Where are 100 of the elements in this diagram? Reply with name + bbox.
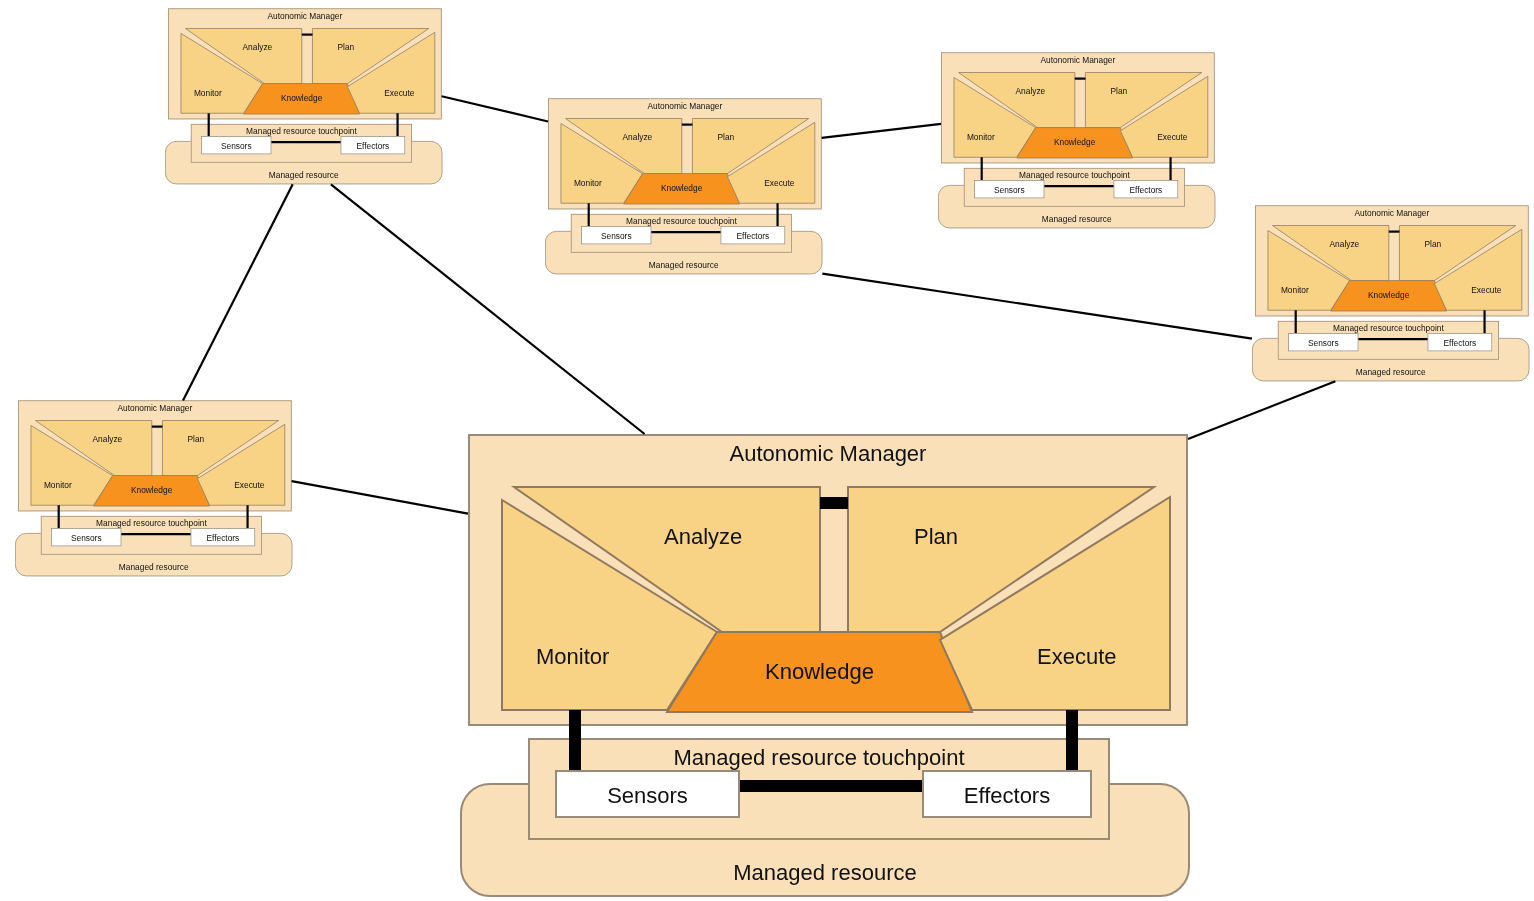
port-box: [201, 136, 272, 155]
node-label: Sensors: [1307, 338, 1339, 348]
stage-panel: [514, 487, 820, 632]
stage-panel: [185, 28, 302, 84]
node-label: Managed resource: [648, 260, 719, 270]
port-box: [720, 226, 786, 245]
manager-box: [548, 98, 822, 210]
port-box: [51, 528, 122, 547]
stage-panel: [958, 72, 1075, 128]
link-bar: [681, 123, 693, 126]
node-label: Monitor: [536, 645, 610, 669]
port-box: [340, 136, 406, 155]
link-bar: [1066, 710, 1078, 770]
link-bar: [1044, 185, 1114, 188]
stage-panel: [1272, 225, 1389, 281]
node-label: Plan: [914, 525, 959, 549]
box-title: Autonomic Manager: [647, 101, 723, 111]
touchpoint-box: [1277, 320, 1499, 360]
box-title: Autonomic Manager: [729, 442, 927, 466]
touchpoint-box: [570, 213, 792, 253]
port-box: [190, 528, 256, 547]
node-label: Effectors: [1443, 338, 1477, 348]
box-title: Managed resource touchpoint: [673, 746, 965, 770]
node-label: Managed resource: [733, 861, 917, 885]
link-bar: [271, 141, 341, 144]
node-label: Sensors: [993, 185, 1025, 195]
knowledge-panel: [1330, 280, 1447, 311]
node-label: Managed resource: [1355, 367, 1426, 377]
box-title: Managed resource touchpoint: [246, 126, 357, 137]
node-label: Knowledge: [1053, 138, 1096, 148]
box-title: Autonomic Manager: [1040, 55, 1116, 65]
link-bar: [1388, 230, 1400, 233]
node-label: Execute: [1157, 132, 1188, 142]
node-label: Execute: [1037, 645, 1117, 669]
node-label: Analyze: [1329, 239, 1360, 250]
node-label: Plan: [1110, 86, 1128, 97]
node-label: Sensors: [70, 533, 102, 543]
link-bar: [980, 157, 983, 181]
node-label: Managed resource: [118, 562, 189, 572]
link-bar: [1294, 310, 1297, 334]
node-label: Plan: [717, 132, 735, 143]
port-box: [1288, 333, 1359, 352]
node-label: Sensors: [220, 141, 252, 151]
connector-line: [182, 183, 294, 401]
connector-line: [330, 183, 646, 435]
node-label: Analyze: [622, 132, 653, 143]
touchpoint-box: [40, 515, 262, 555]
node-label: Analyze: [1015, 86, 1046, 97]
node-label: Plan: [337, 42, 355, 53]
node-label: Execute: [384, 88, 415, 98]
node-label: Sensors: [607, 784, 688, 808]
link-bar: [207, 113, 210, 137]
connector-line: [291, 480, 469, 515]
box-title: Autonomic Manager: [267, 11, 343, 21]
node-label: Sensors: [600, 231, 632, 241]
stage-panel: [848, 487, 1154, 632]
port-box: [922, 770, 1092, 818]
manager-box: [18, 400, 292, 512]
link-bar: [151, 425, 163, 428]
stage-panel: [1085, 72, 1202, 128]
link-bar: [651, 231, 721, 234]
link-bar: [740, 780, 922, 792]
node-label: Effectors: [356, 141, 390, 151]
node-label: Analyze: [664, 525, 743, 549]
link-bar: [121, 533, 191, 536]
node-label: Knowledge: [1367, 291, 1410, 301]
knowledge-panel: [667, 632, 972, 712]
box-title: Managed resource touchpoint: [1333, 323, 1444, 334]
link-bar: [1483, 310, 1486, 334]
connector-line: [441, 95, 549, 123]
stage-panel: [35, 420, 152, 476]
node-label: Execute: [764, 178, 795, 188]
node-label: Effectors: [963, 784, 1051, 808]
box-title: Managed resource touchpoint: [1019, 170, 1130, 181]
stage-panel: [1399, 225, 1516, 281]
node-label: Effectors: [736, 231, 770, 241]
link-bar: [1074, 77, 1086, 80]
node-label: Plan: [1424, 239, 1442, 250]
node-label: Managed resource: [268, 170, 339, 180]
node-label: Managed resource: [1041, 214, 1112, 224]
node-label: Monitor: [1280, 285, 1309, 295]
node-label: Monitor: [966, 132, 995, 142]
node-label: Effectors: [1129, 185, 1163, 195]
node-label: Knowledge: [765, 660, 874, 684]
node-label: Knowledge: [660, 184, 703, 194]
link-bar: [820, 497, 848, 509]
node-label: Execute: [1471, 285, 1502, 295]
touchpoint-box: [963, 167, 1185, 207]
connector-line: [821, 122, 942, 139]
manager-box: [168, 8, 442, 120]
link-bar: [776, 203, 779, 227]
link-bar: [57, 505, 60, 529]
knowledge-panel: [243, 83, 360, 114]
node-label: Analyze: [92, 434, 123, 445]
stage-panel: [692, 118, 809, 174]
port-box: [1427, 333, 1493, 352]
port-box: [581, 226, 652, 245]
node-label: Plan: [187, 434, 205, 445]
connector-line: [1187, 380, 1336, 441]
stage-panel: [312, 28, 429, 84]
